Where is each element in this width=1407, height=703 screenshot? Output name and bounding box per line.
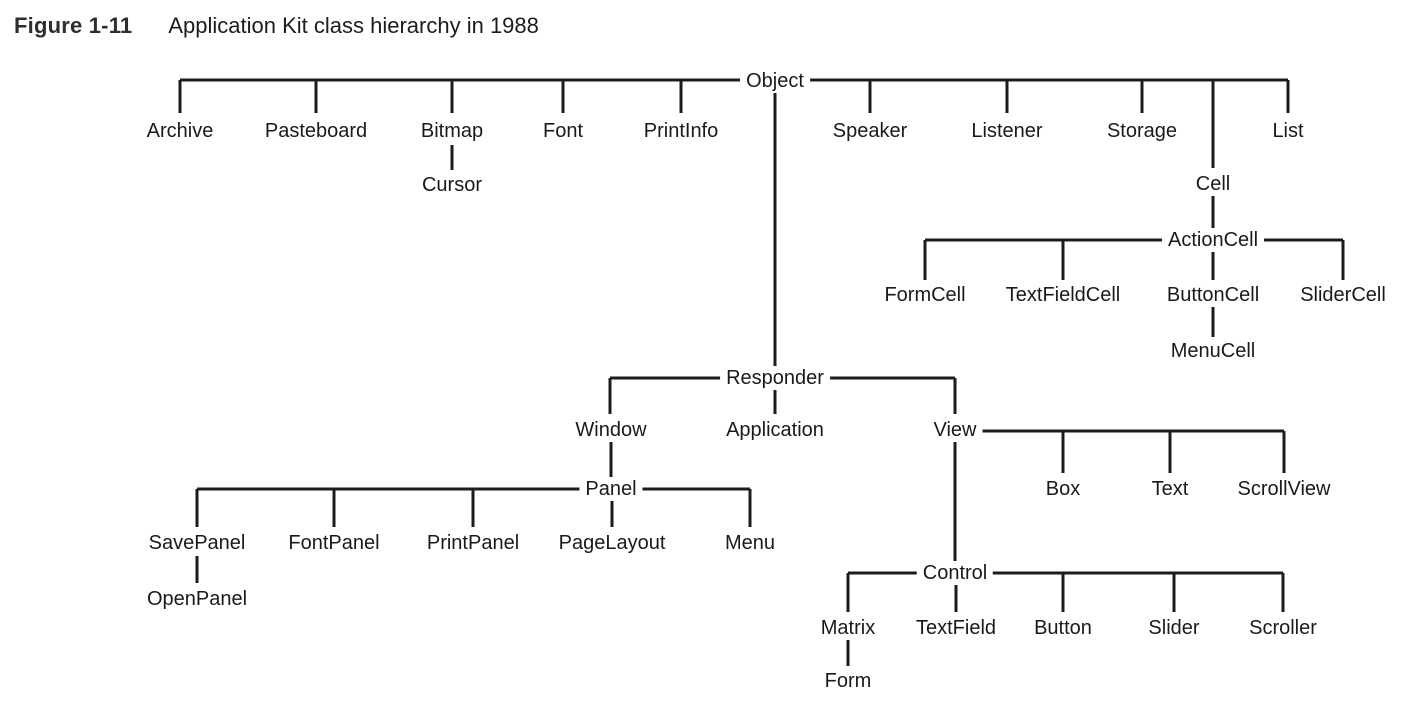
node-view: View bbox=[927, 418, 983, 442]
node-openpanel: OpenPanel bbox=[140, 587, 254, 611]
node-savepanel: SavePanel bbox=[142, 531, 252, 555]
node-cell: Cell bbox=[1189, 172, 1237, 196]
node-application: Application bbox=[720, 418, 830, 442]
node-list: List bbox=[1266, 119, 1310, 143]
node-scroller: Scroller bbox=[1243, 616, 1323, 640]
node-slidercell: SliderCell bbox=[1294, 283, 1392, 307]
node-speaker: Speaker bbox=[826, 119, 914, 143]
node-buttoncell: ButtonCell bbox=[1160, 283, 1266, 307]
node-menucell: MenuCell bbox=[1164, 339, 1262, 363]
node-printinfo: PrintInfo bbox=[637, 119, 725, 143]
node-window: Window bbox=[569, 418, 653, 442]
node-object: Object bbox=[740, 69, 810, 93]
node-menu: Menu bbox=[718, 531, 782, 555]
node-bitmap: Bitmap bbox=[414, 119, 490, 143]
figure-title: Application Kit class hierarchy in 1988 bbox=[168, 13, 539, 38]
node-responder: Responder bbox=[720, 366, 830, 390]
node-form: Form bbox=[818, 669, 878, 693]
node-box: Box bbox=[1039, 477, 1087, 501]
figure-label: Figure 1-11 bbox=[14, 13, 133, 38]
node-textfieldcell: TextFieldCell bbox=[999, 283, 1127, 307]
node-matrix: Matrix bbox=[814, 616, 882, 640]
node-fontpanel: FontPanel bbox=[282, 531, 386, 555]
node-scrollview: ScrollView bbox=[1231, 477, 1337, 501]
node-button: Button bbox=[1028, 616, 1098, 640]
node-text: Text bbox=[1145, 477, 1195, 501]
node-slider: Slider bbox=[1142, 616, 1206, 640]
node-archive: Archive bbox=[140, 119, 220, 143]
node-cursor: Cursor bbox=[415, 173, 489, 197]
node-pagelayout: PageLayout bbox=[552, 531, 672, 555]
node-storage: Storage bbox=[1100, 119, 1184, 143]
node-formcell: FormCell bbox=[878, 283, 972, 307]
node-listener: Listener bbox=[965, 119, 1049, 143]
figure-caption: Figure 1-11 Application Kit class hierar… bbox=[14, 13, 539, 39]
node-textfield: TextField bbox=[909, 616, 1003, 640]
node-control: Control bbox=[916, 561, 994, 585]
node-printpanel: PrintPanel bbox=[420, 531, 526, 555]
node-panel: Panel bbox=[579, 477, 643, 501]
node-font: Font bbox=[536, 119, 590, 143]
node-actioncell: ActionCell bbox=[1161, 228, 1265, 252]
node-pasteboard: Pasteboard bbox=[258, 119, 374, 143]
